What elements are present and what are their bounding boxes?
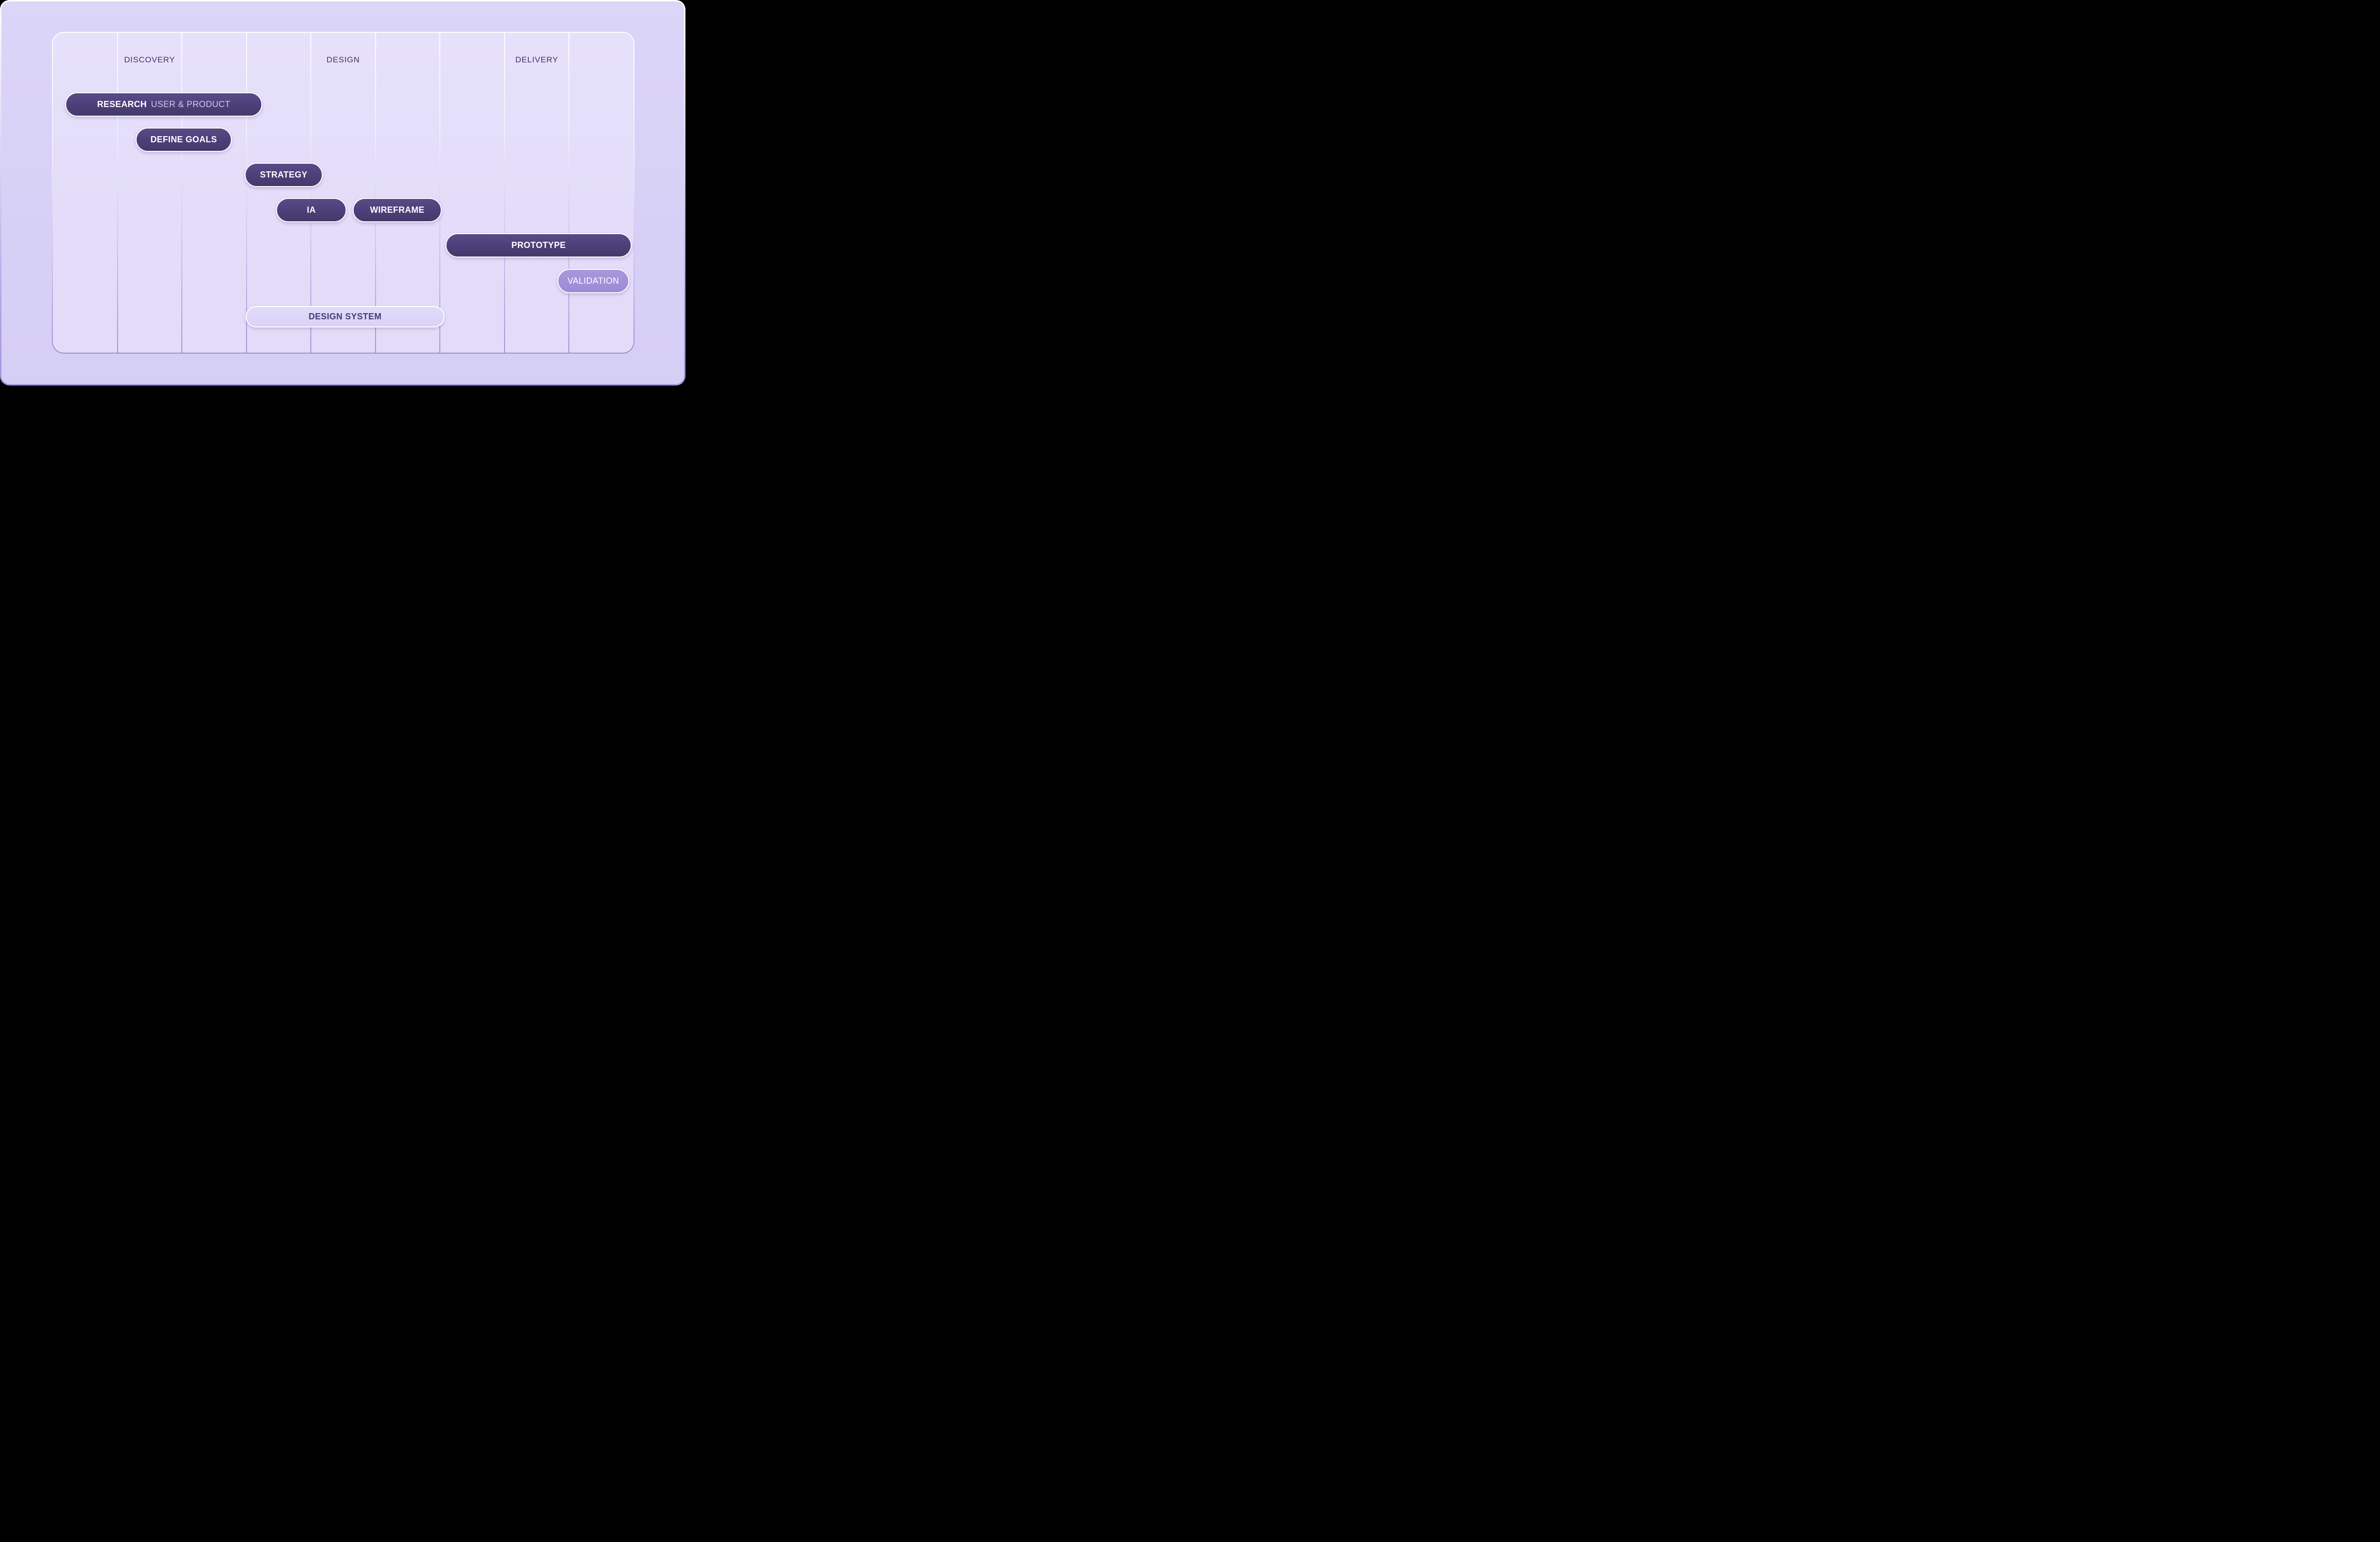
canvas-gradient-frame: DISCOVERY DESIGN DELIVERY RESEARCH USER … (0, 0, 685, 386)
task-label: DEFINE GOALS (150, 135, 217, 144)
timeline-panel: DISCOVERY DESIGN DELIVERY (53, 33, 634, 353)
column-divider (246, 33, 247, 353)
task-label: IA (307, 205, 316, 215)
task-bar-validation[interactable]: VALIDATION (557, 269, 629, 293)
phase-label-delivery: DELIVERY (515, 55, 558, 64)
column-divider (439, 33, 441, 353)
task-bar-design-system[interactable]: DESIGN SYSTEM (246, 306, 445, 327)
timeline-canvas: DISCOVERY DESIGN DELIVERY RESEARCH USER … (1, 1, 684, 384)
task-bar-wireframe[interactable]: WIREFRAME (353, 198, 442, 222)
column-divider (568, 33, 570, 353)
phase-label-design: DESIGN (327, 55, 360, 64)
screenshot-stage: DISCOVERY DESIGN DELIVERY RESEARCH USER … (0, 0, 685, 386)
column-divider (181, 33, 183, 353)
task-bar-ia[interactable]: IA (276, 198, 347, 222)
task-bar-strategy[interactable]: STRATEGY (245, 163, 323, 187)
phase-label-discovery: DISCOVERY (124, 55, 175, 64)
task-bar-prototype[interactable]: PROTOTYPE (446, 233, 632, 257)
task-label: WIREFRAME (370, 205, 425, 215)
task-bar-define-goals[interactable]: DEFINE GOALS (136, 128, 232, 152)
column-divider (375, 33, 376, 353)
task-bar-research[interactable]: RESEARCH USER & PRODUCT (65, 92, 262, 117)
column-divider (310, 33, 312, 353)
column-divider (504, 33, 505, 353)
column-divider (117, 33, 118, 353)
task-sublabel: USER & PRODUCT (151, 99, 230, 109)
task-label: VALIDATION (567, 276, 619, 286)
task-label: PROTOTYPE (511, 240, 566, 250)
timeline-panel-frame: DISCOVERY DESIGN DELIVERY (52, 32, 635, 354)
task-label: DESIGN SYSTEM (308, 312, 382, 321)
task-label: STRATEGY (260, 170, 307, 179)
task-label: RESEARCH (97, 99, 147, 109)
